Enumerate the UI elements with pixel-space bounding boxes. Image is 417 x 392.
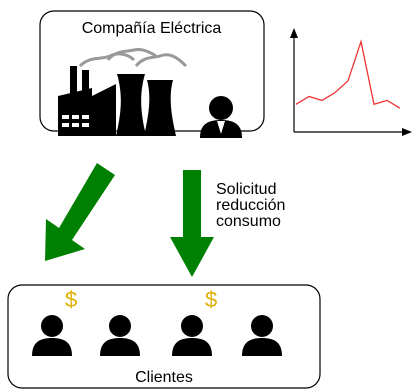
factory-icon xyxy=(58,48,188,136)
manager-icon xyxy=(200,96,242,138)
chart-series-line xyxy=(295,39,401,109)
arrow-company-to-clients-left xyxy=(45,163,115,261)
reduction-request-line3: consumo xyxy=(216,213,281,230)
reduction-request-label: Solicitud reducción consumo xyxy=(216,182,285,230)
arrow-reduction-request xyxy=(170,170,214,277)
clients-box xyxy=(7,284,321,389)
client-person-icon xyxy=(242,315,282,356)
client-person-icon xyxy=(172,315,212,356)
clients-title: Clientes xyxy=(135,369,193,386)
dollar-icon: $ xyxy=(65,287,77,312)
reduction-request-line2: reducción xyxy=(216,197,286,214)
dollar-icon: $ xyxy=(205,287,217,312)
reduction-request-line1: Solicitud xyxy=(216,181,277,198)
demand-chart xyxy=(290,28,412,136)
client-person-icon xyxy=(100,315,140,356)
client-person-icon xyxy=(32,315,72,356)
chart-y-arrowhead xyxy=(290,28,298,38)
company-title: Compañía Eléctrica xyxy=(81,20,222,37)
chart-x-arrowhead xyxy=(402,128,412,136)
